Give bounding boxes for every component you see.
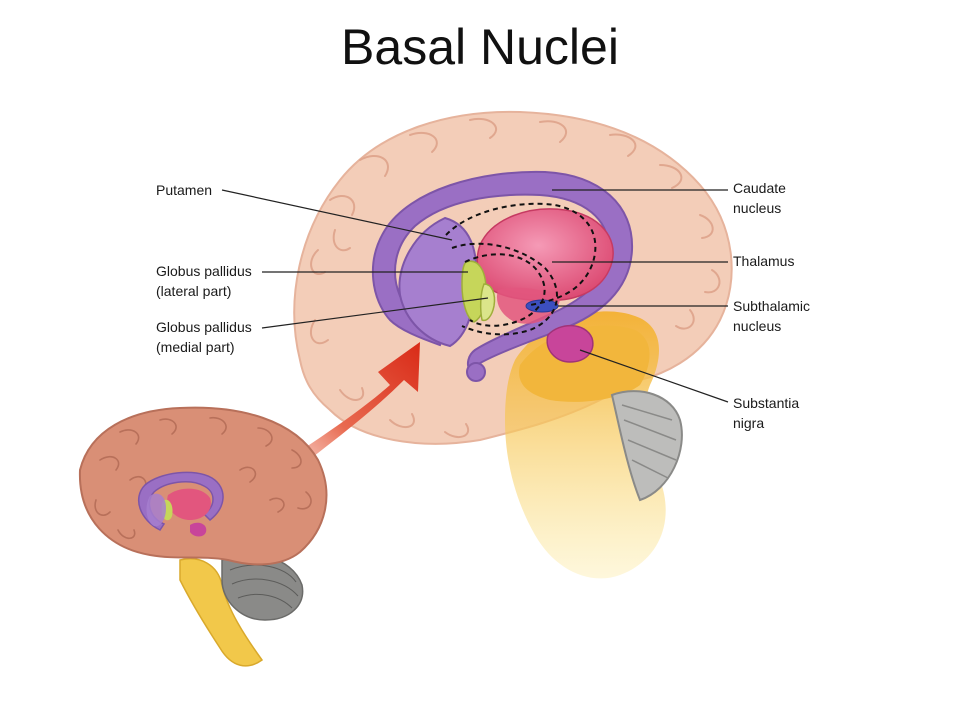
label-subthalamic-line2: nucleus [733,318,781,334]
cortex-gyri [309,117,721,439]
label-gp-medial-line1: Globus pallidus [156,319,252,335]
caudate-tail [466,362,486,382]
putamen [398,216,478,348]
leader-putamen [221,189,453,241]
label-caudate-line2: nucleus [733,200,781,216]
small-putamen [146,493,166,527]
small-substantia [190,522,207,537]
large-brain-section [293,110,733,579]
small-brain-lateral [78,406,328,667]
small-caudate [137,471,224,531]
label-thalamus: Thalamus [733,253,794,269]
leader-gp-medial [261,297,489,329]
label-substantia-line1: Substantia [733,395,799,411]
substantia-nigra [546,324,594,363]
small-cerebellum-folia [229,564,299,609]
label-gp-lateral-line1: Globus pallidus [156,263,252,279]
globus-pallidus-medial [479,283,496,322]
structure-labels: Putamen Globus pallidus (lateral part) G… [156,180,810,431]
label-gp-medial-line2: (medial part) [156,339,235,355]
cerebellum-folia [621,404,677,479]
label-subthalamic-line1: Subthalamic [733,298,810,314]
slide-title: Basal Nuclei [341,19,619,75]
leader-lines [221,189,729,403]
label-caudate-line1: Caudate [733,180,786,196]
label-putamen: Putamen [156,182,212,198]
dashed-outlines [445,202,597,336]
label-gp-lateral-line2: (lateral part) [156,283,231,299]
leader-substantia [579,349,729,403]
label-substantia-line2: nigra [733,415,764,431]
small-thalamus [167,488,211,520]
small-brainstem [179,558,264,667]
